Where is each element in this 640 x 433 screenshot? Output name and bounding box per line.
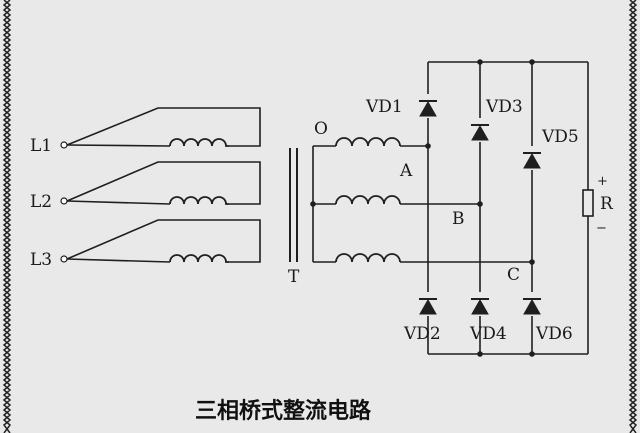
diode-vd5 bbox=[523, 146, 541, 170]
primary-side bbox=[60, 107, 261, 263]
secondary-side bbox=[310, 137, 532, 263]
l1-return bbox=[66, 144, 171, 147]
label-vd1: VD1 bbox=[365, 97, 403, 117]
junction-bottom-b bbox=[477, 351, 483, 357]
secondary-coil-c bbox=[335, 253, 401, 263]
primary-coil-3 bbox=[169, 254, 229, 263]
label-a: A bbox=[399, 161, 413, 181]
diode-vd2 bbox=[419, 292, 437, 316]
secondary-coil-b bbox=[335, 195, 401, 205]
primary-coil-2 bbox=[169, 196, 229, 205]
junction-top-b bbox=[477, 59, 483, 65]
l2-lead bbox=[66, 161, 261, 205]
label-minus: − bbox=[596, 221, 607, 236]
diode-vd6 bbox=[523, 292, 541, 316]
node-b bbox=[477, 201, 483, 207]
label-t: T bbox=[288, 267, 300, 287]
primary-coil-1 bbox=[169, 138, 229, 147]
terminal-l3 bbox=[60, 255, 68, 263]
labels: L1 L2 L3 O T A B C VD1 VD3 VD5 VD2 VD4 V… bbox=[30, 97, 614, 344]
label-l3: L3 bbox=[30, 250, 52, 270]
terminal-l2 bbox=[60, 197, 68, 205]
right-border bbox=[628, 0, 638, 433]
diode-vd4 bbox=[471, 292, 489, 316]
label-vd6: VD6 bbox=[535, 324, 573, 344]
l1-lead bbox=[66, 107, 261, 147]
label-o: O bbox=[314, 119, 328, 139]
label-r: R bbox=[600, 194, 614, 214]
load-resistor bbox=[582, 189, 594, 217]
l3-lead bbox=[66, 219, 261, 263]
label-l1: L1 bbox=[30, 136, 52, 156]
node-a bbox=[425, 143, 431, 149]
l3-return bbox=[66, 258, 171, 263]
label-vd4: VD4 bbox=[469, 324, 507, 344]
l2-return bbox=[66, 200, 171, 205]
junction-bottom-c bbox=[529, 351, 535, 357]
rectifier-bridge bbox=[419, 59, 594, 357]
diode-vd3 bbox=[471, 118, 489, 142]
diode-vd1 bbox=[419, 94, 437, 118]
label-vd2: VD2 bbox=[403, 324, 441, 344]
transformer-core bbox=[289, 148, 298, 262]
diagram-caption: 三相桥式整流电路 bbox=[195, 398, 372, 424]
node-c bbox=[529, 259, 535, 265]
label-vd5: VD5 bbox=[541, 127, 579, 147]
left-border bbox=[2, 0, 12, 433]
label-plus: + bbox=[597, 174, 608, 189]
label-c: C bbox=[507, 265, 520, 285]
label-vd3: VD3 bbox=[485, 97, 523, 117]
secondary-coil-a bbox=[335, 137, 401, 147]
terminal-l1 bbox=[60, 141, 68, 149]
label-b: B bbox=[452, 209, 465, 229]
label-l2: L2 bbox=[30, 192, 52, 212]
junction-top-c bbox=[529, 59, 535, 65]
